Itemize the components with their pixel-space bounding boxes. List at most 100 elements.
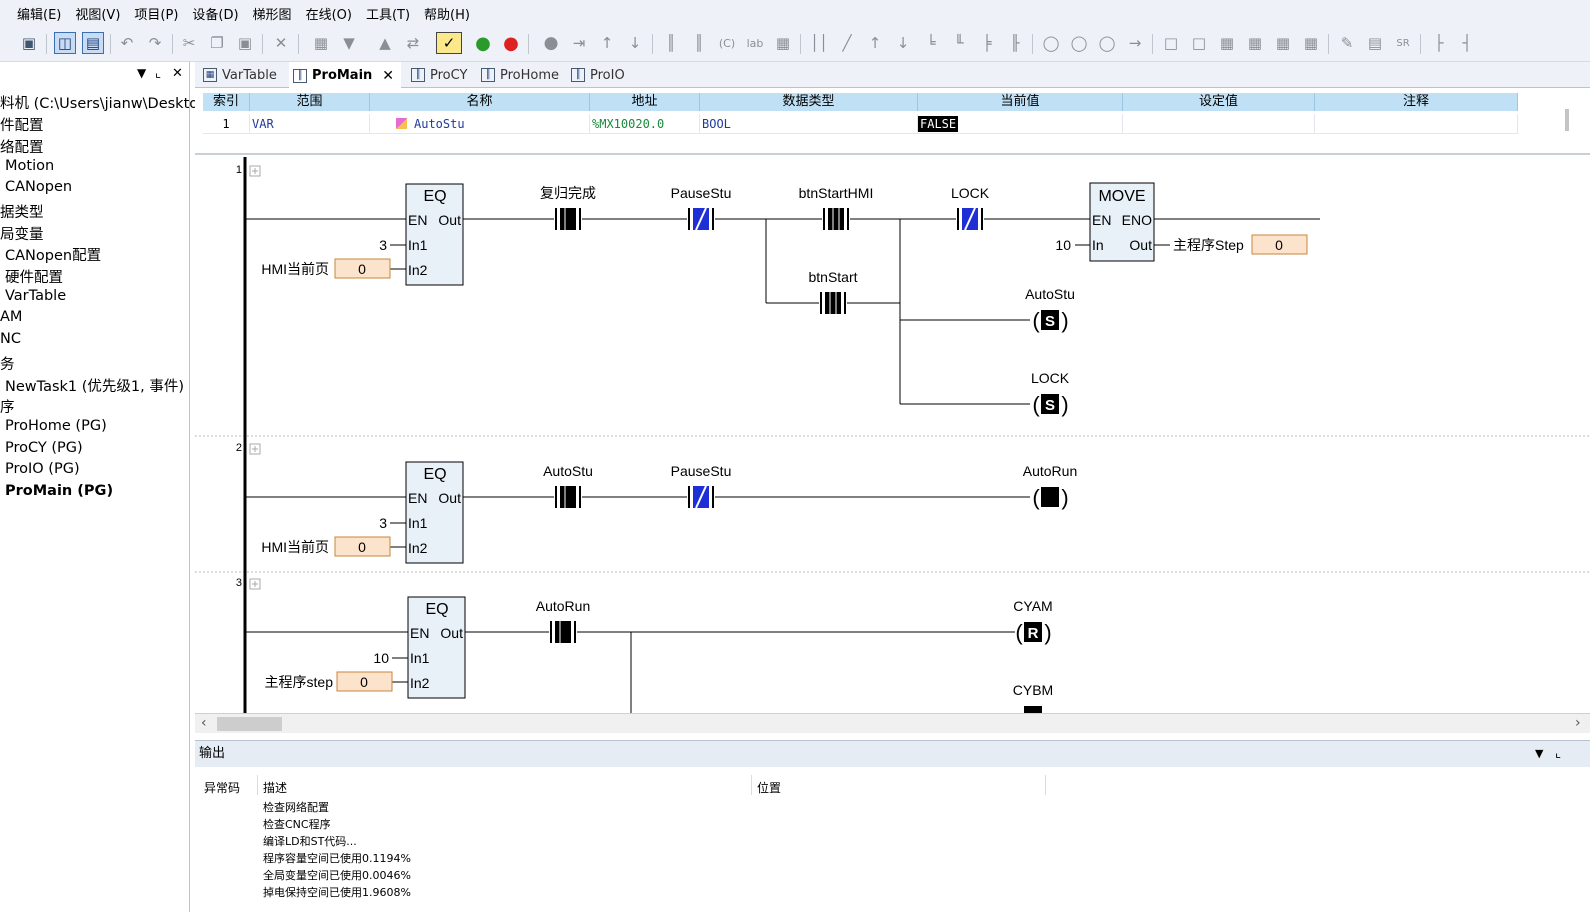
tree-item-tasks[interactable]: 务 <box>0 357 15 373</box>
label-icon[interactable]: lab <box>746 36 764 50</box>
box-en-icon[interactable]: ▦ <box>1275 34 1291 52</box>
tree-item-proio[interactable]: ProIO (PG) <box>5 461 80 477</box>
cell-comment[interactable] <box>1315 114 1518 134</box>
value-box[interactable] <box>334 258 391 279</box>
set-coil-icon[interactable]: ◯ <box>1070 34 1088 52</box>
reset-coil-cyam[interactable] <box>1024 622 1042 642</box>
contact-n-icon[interactable]: ↓ <box>896 34 910 52</box>
layout-icon[interactable]: ◫ <box>54 32 76 54</box>
compare-icon[interactable]: ⇄ <box>406 34 420 52</box>
col-current[interactable]: 当前值 <box>918 93 1123 111</box>
menu-help[interactable]: 帮助(H) <box>424 7 470 23</box>
contact-pausestu[interactable] <box>687 485 715 509</box>
tab-prohome[interactable]: ║ ProHome <box>477 62 559 88</box>
cell-name[interactable]: AutoStu <box>370 114 590 134</box>
value-box[interactable] <box>1251 234 1308 255</box>
tree-item-canopen-config[interactable]: CANopen配置 <box>5 248 102 264</box>
eq-in1-value[interactable]: 3 <box>379 237 387 253</box>
col-error-code[interactable]: 异常码 <box>204 781 241 795</box>
close-icon[interactable]: ✕ <box>382 67 395 84</box>
contact-autorun[interactable] <box>549 620 577 644</box>
scroll-thumb[interactable] <box>217 717 282 731</box>
cell-index[interactable]: 1 <box>203 114 250 134</box>
pin-icon[interactable]: ⌞ <box>1555 746 1562 761</box>
save-icon[interactable]: ▣ <box>21 34 37 52</box>
dropdown-icon[interactable]: ▼ <box>137 66 147 80</box>
block-icon[interactable]: ▦ <box>775 34 791 52</box>
set-coil-autostu[interactable] <box>1041 310 1059 330</box>
contact-autostu[interactable] <box>554 485 582 509</box>
tab-promain[interactable]: ║ ProMain ✕ <box>289 62 401 89</box>
cell-scope[interactable]: VAR <box>250 114 370 134</box>
tree-item-programs[interactable]: 序 <box>0 400 15 416</box>
coil-autorun[interactable] <box>1041 487 1059 507</box>
cell-setvalue[interactable] <box>1123 114 1315 134</box>
col-description[interactable]: 描述 <box>263 781 288 795</box>
contact-nc-icon[interactable]: ║ <box>694 34 704 52</box>
tab-vartable[interactable]: ▦ VarTable <box>199 62 277 88</box>
contact-icon[interactable]: ║ <box>666 34 676 52</box>
eq-in2-variable[interactable]: HMI当前页 <box>261 261 329 277</box>
tree-item-prohome[interactable]: ProHome (PG) <box>5 418 107 434</box>
cut-icon[interactable]: ✂ <box>182 34 196 52</box>
jump-icon[interactable]: → <box>1128 34 1142 52</box>
expand-icon[interactable] <box>249 165 261 177</box>
box-icon[interactable]: □ <box>1163 34 1179 52</box>
contact-p-icon[interactable]: ↑ <box>868 34 882 52</box>
tree-item-promain[interactable]: ProMain (PG) <box>5 483 114 499</box>
box-out-icon[interactable]: ▦ <box>1247 34 1263 52</box>
col-index[interactable]: 索引 <box>203 93 250 111</box>
login-icon[interactable]: ✓ <box>436 32 462 54</box>
set-coil-lock[interactable] <box>1041 394 1059 414</box>
menu-edit[interactable]: 编辑(E) <box>17 7 62 23</box>
tree-item-procy[interactable]: ProCY (PG) <box>5 440 83 456</box>
run-icon[interactable]: ● <box>475 32 491 54</box>
horizontal-scrollbar[interactable]: ‹ › <box>195 713 1590 733</box>
line-icon[interactable]: ├ <box>1434 34 1444 52</box>
box-eno-icon[interactable]: ▦ <box>1303 34 1319 52</box>
tree-item-project[interactable]: 料机 (C:\Users\jianw\Deskto <box>0 96 199 112</box>
eq-block[interactable] <box>405 183 464 286</box>
down-icon[interactable]: ↓ <box>628 34 642 52</box>
tree-item-newtask1[interactable]: NewTask1 (优先级1, 事件) <box>5 379 185 395</box>
expand-icon[interactable] <box>249 443 261 455</box>
tab-procy[interactable]: ║ ProCY <box>407 62 467 88</box>
eq-in1-value[interactable]: 10 <box>373 650 389 666</box>
build-icon[interactable]: ▦ <box>313 34 329 52</box>
eq-in1-value[interactable]: 3 <box>379 515 387 531</box>
close-icon[interactable]: ✕ <box>172 66 183 81</box>
menu-ladder[interactable]: 梯形图 <box>252 7 292 23</box>
col-name[interactable]: 名称 <box>370 93 590 111</box>
tree-item-vartable[interactable]: VarTable <box>5 288 67 304</box>
col-scope[interactable]: 范围 <box>250 93 370 111</box>
tab-proio[interactable]: ║ ProIO <box>567 62 625 88</box>
contact-no-icon[interactable]: ││ <box>809 34 829 52</box>
sr-icon[interactable]: SR <box>1396 37 1410 49</box>
parallel-icon[interactable]: ╘ <box>926 34 936 52</box>
tree-item-motion[interactable]: Motion <box>5 158 55 174</box>
undo-icon[interactable]: ↶ <box>120 34 134 52</box>
contact-btnstart[interactable] <box>819 291 847 315</box>
contact-reset-done[interactable] <box>554 207 582 231</box>
box-help-icon[interactable]: □ <box>1191 34 1207 52</box>
tree-item-am[interactable]: AM <box>0 309 23 325</box>
contact-nc2-icon[interactable]: ╱ <box>842 34 852 52</box>
col-comment[interactable]: 注释 <box>1315 93 1518 111</box>
scroll-left-icon[interactable]: ‹ <box>201 715 207 731</box>
tree-item-globalvars[interactable]: 局变量 <box>0 227 44 243</box>
contact-pausestu[interactable] <box>687 207 715 231</box>
delete-icon[interactable]: ✕ <box>274 34 288 52</box>
tree-item-network[interactable]: 络配置 <box>0 140 44 156</box>
tree-item-datatypes[interactable]: 据类型 <box>0 205 44 221</box>
stop-icon[interactable]: ● <box>503 32 519 54</box>
expand-icon[interactable] <box>249 578 261 590</box>
copy-icon[interactable]: ❐ <box>210 34 224 52</box>
parallel4-icon[interactable]: ╟ <box>1010 34 1020 52</box>
value-box[interactable] <box>334 536 391 557</box>
upload-icon[interactable]: ▲ <box>379 34 391 52</box>
move-block[interactable] <box>1089 182 1155 262</box>
menu-tools[interactable]: 工具(T) <box>365 7 411 23</box>
eq-in2-variable[interactable]: HMI当前页 <box>261 539 329 555</box>
window-icon[interactable]: ▤ <box>82 32 104 54</box>
move-out-variable[interactable]: 主程序Step <box>1173 237 1244 253</box>
